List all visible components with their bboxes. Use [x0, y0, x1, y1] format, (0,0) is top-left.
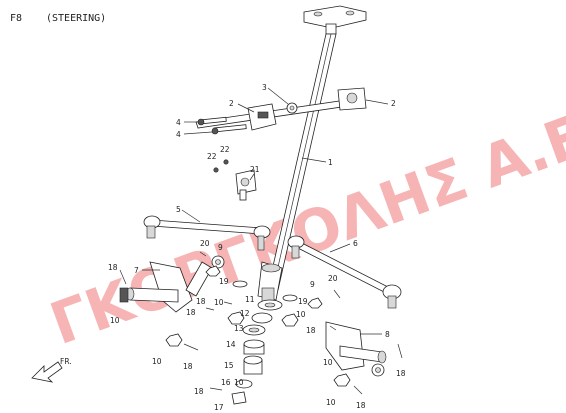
callout-10g: 10	[234, 378, 244, 387]
callout-22a: 22	[207, 152, 217, 161]
left-tie-rod	[143, 215, 271, 251]
callout-10a: 10	[110, 316, 120, 325]
callout-12: 12	[240, 309, 250, 318]
left-knuckle	[119, 255, 225, 313]
callout-18g: 18	[356, 401, 366, 410]
right-tie-rod	[287, 235, 402, 309]
callout-18c: 18	[183, 362, 193, 371]
callout-18b: 18	[186, 308, 196, 317]
callout-10b: 10	[152, 357, 162, 366]
callout-10e: 10	[323, 358, 333, 367]
callout-13: 13	[234, 324, 244, 333]
callout-8: 8	[385, 330, 390, 339]
callout-10c: 10	[214, 298, 224, 307]
callout-1: 1	[328, 158, 333, 167]
front-direction-label: FR.	[60, 357, 72, 366]
front-direction-arrow: FR.	[31, 357, 72, 383]
lower-column-stack	[231, 299, 283, 405]
upper-clamp-assembly	[195, 87, 367, 135]
bracket-assembly	[213, 159, 257, 201]
callout-7: 7	[134, 266, 139, 275]
callout-18e: 18	[306, 326, 316, 335]
callout-21: 21	[250, 165, 260, 174]
callout-15: 15	[224, 361, 234, 370]
callout-9b: 9	[310, 280, 315, 289]
callout-4b: 4	[176, 130, 181, 139]
callout-18f: 18	[396, 369, 406, 378]
callout-20b: 20	[328, 274, 338, 283]
callout-18a: 18	[108, 263, 118, 272]
figure-code: F8	[10, 13, 22, 24]
leader-lines	[142, 87, 389, 335]
callout-22b: 22	[220, 145, 230, 154]
callout-numbers: 1 2 2 3 4 4 5 6 7 8 9 9 10 10 10 10 10 1…	[108, 83, 406, 412]
callout-2a: 2	[229, 99, 234, 108]
callout-18d: 18	[196, 297, 206, 306]
fasteners	[119, 251, 403, 395]
callout-4a: 4	[176, 118, 181, 127]
section-title: (STEERING)	[46, 13, 106, 24]
steering-column	[257, 5, 367, 303]
callout-14: 14	[226, 340, 236, 349]
callout-18h: 18	[194, 387, 204, 396]
callout-19b: 19	[298, 297, 308, 306]
callout-10f: 10	[326, 398, 336, 407]
callout-2b: 2	[391, 99, 396, 108]
callout-19a: 19	[219, 277, 229, 286]
callout-3: 3	[262, 83, 267, 92]
callout-16: 16	[221, 378, 231, 387]
callout-9a: 9	[218, 243, 223, 252]
callout-11: 11	[245, 295, 255, 304]
callout-17: 17	[214, 403, 224, 412]
callout-5: 5	[176, 205, 181, 214]
callout-10d: 10	[296, 310, 306, 319]
callout-20a: 20	[200, 239, 210, 248]
right-knuckle	[325, 321, 387, 377]
callout-6: 6	[353, 239, 358, 248]
